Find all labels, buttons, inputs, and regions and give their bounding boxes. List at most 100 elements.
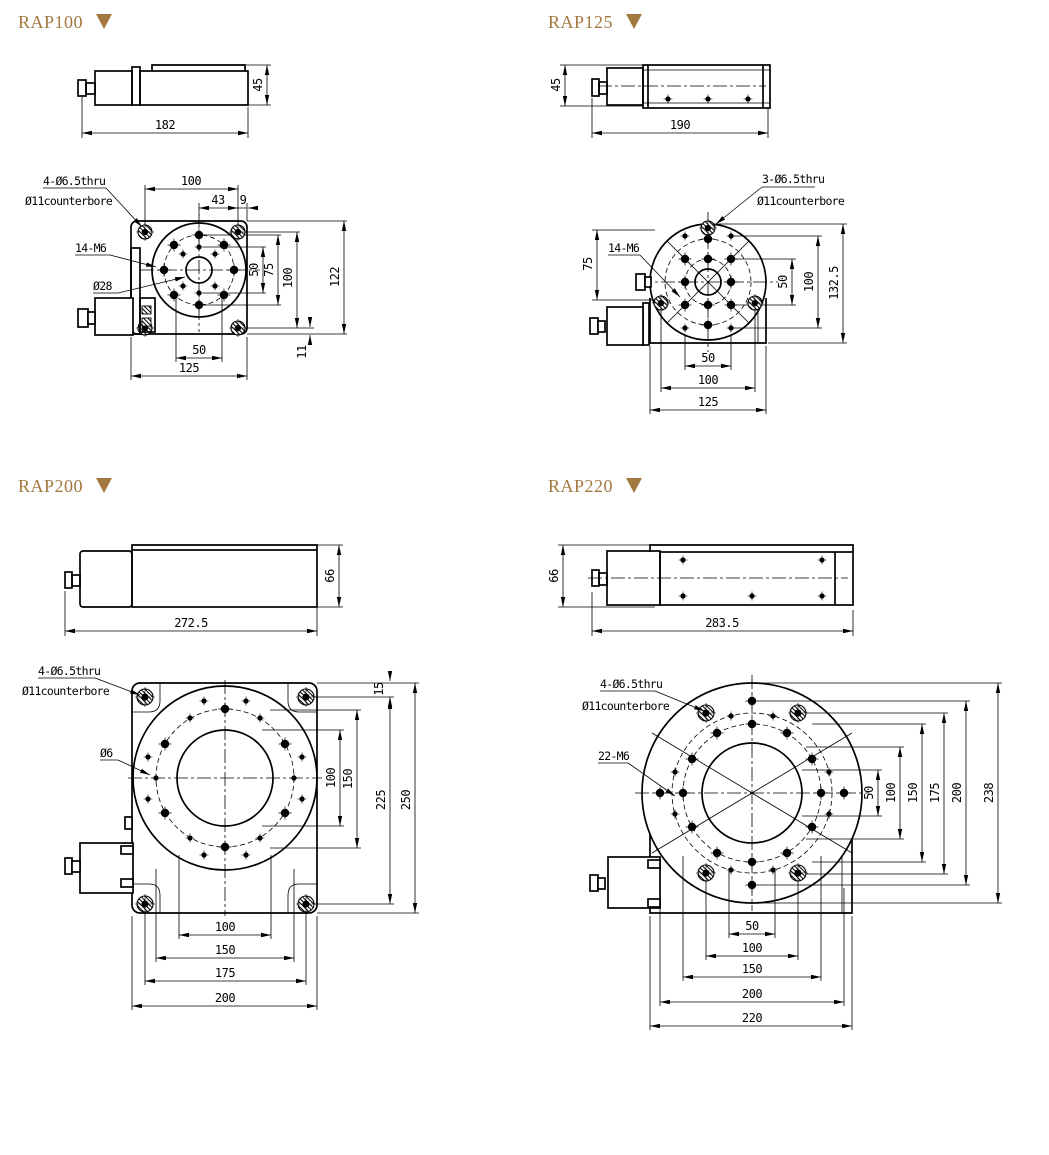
rap220-plan-view: 4-Ø6.5thru Ø11counterbore 22-M6 50 100 1… [582,675,1002,1030]
dim-text: 250 [399,790,413,810]
panel-rap200: RAP200 272.5 66 [18,476,419,1010]
dim-text: 50 [247,263,261,277]
dim-side-length: 190 [670,118,690,132]
center-bore [701,742,803,844]
panel-title: RAP100 [18,12,83,32]
motor-body [606,67,644,106]
dim-text: 43 [211,193,225,207]
dim-text: 122 [328,267,342,287]
rap125-side-view: 45 190 [549,64,771,138]
stage-body [139,70,249,106]
stage-body [131,549,318,608]
counterbore-hole-icon [698,218,718,238]
dim-text: 225 [374,790,388,810]
thru-hole-icon [289,773,299,783]
label-counterbore: Ø11counterbore [757,194,845,208]
dim-text: 150 [742,962,762,976]
dim-text: 50 [745,919,759,933]
rotary-table-outline [151,222,247,318]
dim-text: 238 [982,783,996,803]
motor-connector [591,78,600,97]
tapped-hole-icon [227,263,241,277]
dim-text: 100 [215,920,235,934]
dim-text: 15 [372,682,386,696]
motor-body [606,306,644,346]
motor-body [79,550,133,608]
panel-rap100: RAP100 182 45 [18,12,347,380]
label-thru-holes: 4-Ø6.5thru [600,677,662,691]
label-center-bore: Ø28 [93,279,112,293]
dim-text: 125 [698,395,718,409]
rap100-side-view: 182 45 [77,64,271,138]
dim-side-length: 182 [155,118,175,132]
label-tapped-holes: 14-M6 [75,241,107,255]
dim-side-height: 45 [549,78,563,92]
dim-text: 100 [281,268,295,288]
rap200-plan-view: 4-Ø6.5thru Ø11counterbore Ø6 15 100 150 … [22,664,419,1010]
label-thru-holes: 4-Ø6.5thru [38,664,100,678]
triangle-marker-icon [626,14,642,29]
motor-body [94,70,133,106]
center-bore [694,268,722,296]
dim-text: 150 [906,783,920,803]
label-thru-holes: 4-Ø6.5thru [43,174,105,188]
triangle-marker-icon [96,478,112,493]
dim-text: 132.5 [827,266,841,300]
label-counterbore: Ø11counterbore [25,194,113,208]
dim-text: 100 [802,272,816,292]
dim-side-height: 45 [251,78,265,92]
rotary-table-outline [132,685,318,871]
dim-side-length: 272.5 [174,616,208,630]
rap200-side-view: 272.5 66 [64,544,343,636]
label-counterbore: Ø11counterbore [582,699,670,713]
dim-text: 50 [776,275,790,289]
rap100-plan-view: 4-Ø6.5thru Ø11counterbore 14-M6 Ø28 100 … [25,174,347,380]
dim-text: 100 [181,174,201,188]
dim-text: 50 [701,351,715,365]
dim-text: 50 [192,343,206,357]
dim-text: 175 [928,783,942,803]
panel-title: RAP125 [548,12,613,32]
panel-title: RAP220 [548,476,613,496]
thru-hole-icon [680,231,690,241]
center-bore [176,729,274,827]
dim-text: 200 [742,987,762,1001]
stage-body [642,64,771,109]
dimensions [649,682,1002,1030]
dim-text: 75 [262,263,276,277]
label-pin-hole: Ø6 [100,746,113,760]
center-bore [185,256,213,284]
motor-body [94,297,134,336]
motor-connector [77,79,87,97]
dim-side-height: 66 [547,569,561,583]
dim-text: 11 [295,345,309,359]
triangle-marker-icon [96,14,112,29]
stage-body [659,551,854,606]
dim-text: 175 [215,966,235,980]
counterbore-hole-icon [135,222,155,242]
dim-text: 100 [884,783,898,803]
dim-text: 75 [581,257,595,271]
thru-hole-icon [194,242,204,252]
dimensions [130,185,347,380]
rap220-side-view: 66 283.5 [547,544,854,636]
panel-title: RAP200 [18,476,83,496]
dimensions [131,682,419,1010]
rap125-plan-view: 3-Ø6.5thru Ø11counterbore 14-M6 75 50 10… [581,172,847,414]
label-counterbore: Ø11counterbore [22,684,110,698]
screw-icon [663,94,673,104]
label-tapped-holes: 14-M6 [608,241,640,255]
dim-side-height: 66 [323,569,337,583]
screw-icon [678,555,688,565]
dim-text: 9 [240,193,247,207]
triangle-marker-icon [626,478,642,493]
counterbore-hole-icon [134,686,156,708]
dim-side-length: 283.5 [705,616,739,630]
dim-text: 100 [698,373,718,387]
tapped-hole-icon [278,737,292,751]
dim-text: 150 [215,943,235,957]
dim-text: 200 [215,991,235,1005]
label-thru-holes: 3-Ø6.5thru [762,172,824,186]
